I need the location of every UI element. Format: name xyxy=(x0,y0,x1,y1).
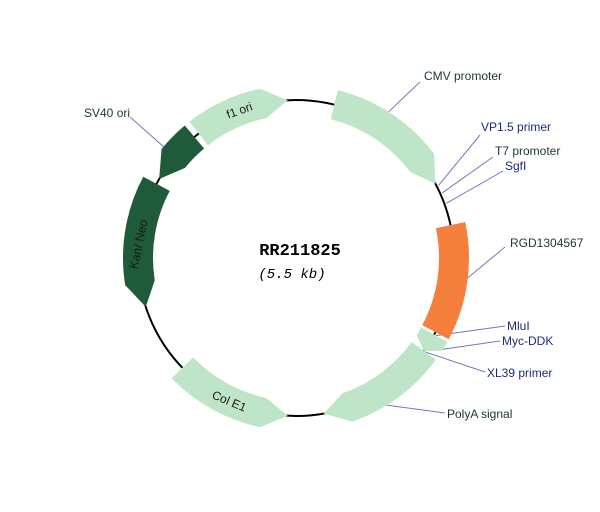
plasmid-name: RR211825 xyxy=(259,242,341,261)
leader-line-xl39-primer xyxy=(425,351,486,373)
leader-line-rgd1304567 xyxy=(463,246,506,282)
leader-line-myc-ddk xyxy=(437,340,501,351)
site-label-xl39-primer: XL39 primer xyxy=(487,366,552,380)
site-label-t7-promoter: T7 promoter xyxy=(495,144,560,158)
feature-arrow-rgd1304567 xyxy=(422,222,469,340)
leader-line-cmv-promoter xyxy=(385,81,421,116)
feature-label-myc-ddk: Myc-DDK xyxy=(502,334,553,348)
feature-arrow-cmv-promoter xyxy=(330,90,436,184)
feature-arrow-f1-ori xyxy=(189,88,288,146)
site-label-sgfi: SgfI xyxy=(505,159,526,173)
feature-label-sv40-ori: SV40 ori xyxy=(84,106,130,120)
leader-line-polya-signal xyxy=(380,403,446,414)
plasmid-size: (5.5 kb) xyxy=(258,267,325,283)
site-label-mlui: MluI xyxy=(507,319,530,333)
feature-arrows xyxy=(122,88,469,428)
feature-arrow-polya-signal xyxy=(323,342,436,422)
site-label-vp1-5-primer: VP1.5 primer xyxy=(481,120,551,134)
feature-arrow-kan-neo xyxy=(122,176,170,307)
leader-line-t7-promoter xyxy=(441,156,494,194)
feature-label-cmv-promoter: CMV promoter xyxy=(424,69,502,83)
feature-arrow-myc-ddk xyxy=(416,327,448,351)
feature-label-polya-signal: PolyA signal xyxy=(447,407,512,421)
leader-line-sv40-ori xyxy=(129,116,167,150)
leader-line-vp1-5-primer xyxy=(438,134,481,186)
feature-arrow-sv40-ori xyxy=(159,125,205,179)
leader-line-sgfi xyxy=(446,170,504,204)
feature-arrow-col-e1 xyxy=(171,357,288,428)
feature-label-rgd1304567: RGD1304567 xyxy=(510,236,584,250)
leader-lines xyxy=(129,81,506,414)
